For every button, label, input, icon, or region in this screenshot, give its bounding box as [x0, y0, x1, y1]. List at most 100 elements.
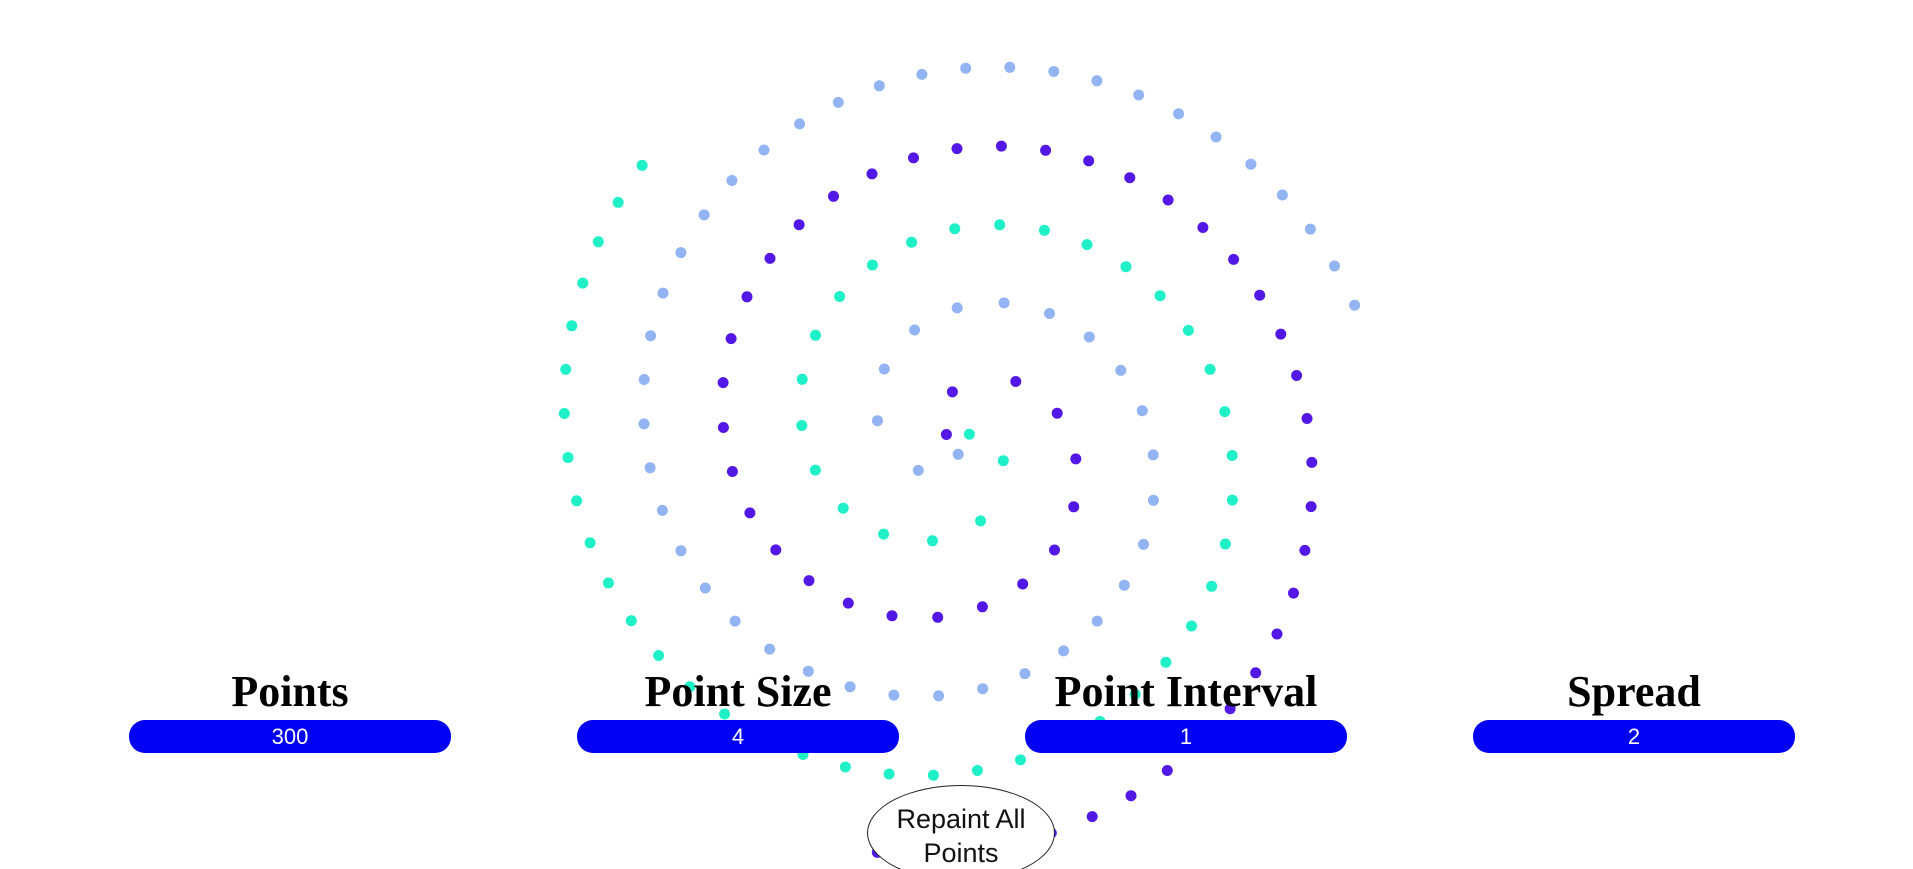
- spiral-point: [1271, 628, 1283, 640]
- spiral-point: [638, 374, 650, 385]
- points-label: Points: [231, 667, 349, 716]
- spiral-point: [577, 277, 589, 289]
- spiral-point: [998, 297, 1010, 309]
- spiral-point: [758, 144, 770, 156]
- spiral-point: [794, 118, 806, 130]
- spiral-point: [832, 96, 844, 108]
- spiral-point: [1197, 222, 1209, 233]
- spiral-point: [1120, 261, 1132, 273]
- spiral-point: [1038, 224, 1050, 236]
- spiral-point: [717, 377, 729, 389]
- spiral-point: [927, 535, 938, 547]
- spiral-point: [675, 247, 687, 259]
- spiral-point: [644, 462, 656, 474]
- spiral-point: [1250, 667, 1262, 679]
- spiral-point: [571, 495, 583, 507]
- spiral-point: [1136, 405, 1148, 417]
- spiral-point: [725, 333, 737, 345]
- spiral-point: [1138, 538, 1149, 550]
- spiral-point: [1275, 328, 1287, 340]
- spiral-point: [645, 330, 657, 342]
- spiral-point: [1276, 189, 1288, 201]
- spiral-point: [675, 545, 687, 557]
- spiral-point: [878, 363, 890, 375]
- point-interval-control: Point Interval: [1025, 668, 1347, 753]
- spiral-point: [796, 373, 808, 385]
- spiral-point: [873, 80, 885, 92]
- spiral-point: [1182, 324, 1194, 336]
- spiral-point: [1083, 331, 1095, 343]
- spiral-point: [828, 190, 839, 202]
- spiral-point: [656, 504, 668, 516]
- spiral-point: [770, 544, 782, 556]
- repaint-all-points-button[interactable]: Repaint All Points: [867, 785, 1055, 869]
- spiral-point: [977, 683, 989, 695]
- spread-input[interactable]: [1473, 720, 1795, 753]
- spiral-point: [1125, 790, 1137, 802]
- spiral-point: [726, 466, 738, 477]
- spiral-point: [866, 259, 878, 271]
- spiral-point: [1091, 75, 1103, 87]
- spiral-point: [1133, 89, 1145, 101]
- points-input[interactable]: [129, 720, 451, 753]
- spiral-point: [940, 429, 952, 440]
- spiral-point: [684, 681, 696, 693]
- spiral-point: [834, 291, 846, 302]
- spiral-point: [994, 219, 1006, 231]
- spiral-point: [1245, 158, 1257, 170]
- spiral-point: [560, 363, 572, 375]
- spiral-point: [927, 769, 939, 781]
- spiral-point: [1224, 703, 1236, 715]
- spiral-point: [1044, 308, 1055, 319]
- spiral-point: [844, 681, 856, 693]
- spiral-point: [1070, 453, 1082, 465]
- spiral-point: [1329, 260, 1340, 272]
- spiral-point: [872, 415, 883, 427]
- spiral-point: [803, 575, 815, 587]
- spiral-point: [764, 252, 776, 264]
- spiral-point: [698, 209, 710, 221]
- spiral-point: [1129, 688, 1141, 700]
- spiral-point: [744, 507, 756, 519]
- spiral-point: [906, 236, 918, 248]
- spread-label: Spread: [1567, 667, 1701, 716]
- spiral-point: [1118, 579, 1130, 591]
- spiral-point: [1299, 544, 1311, 556]
- spiral-point: [946, 386, 958, 398]
- spiral-point: [726, 175, 738, 186]
- spiral-point: [1173, 108, 1185, 120]
- spiral-point: [1086, 811, 1098, 823]
- spiral-point: [636, 159, 648, 171]
- spiral-point: [866, 168, 878, 180]
- spiral-point: [995, 140, 1007, 152]
- spiral-point: [638, 418, 650, 430]
- point-size-input[interactable]: [577, 720, 899, 753]
- spiral-point: [933, 690, 945, 702]
- spiral-point: [764, 643, 776, 655]
- spiral-point: [1204, 363, 1216, 375]
- spiral-point: [951, 143, 963, 155]
- spiral-point: [883, 768, 895, 780]
- spiral-point: [1306, 456, 1318, 468]
- spiral-point: [584, 537, 596, 549]
- spiral-point: [1049, 544, 1060, 556]
- spiral-point: [932, 611, 944, 623]
- spiral-point: [1068, 501, 1080, 513]
- spiral-point: [997, 455, 1009, 467]
- spiral-point: [1305, 501, 1317, 513]
- spiral-point: [837, 502, 849, 514]
- spiral-point: [971, 765, 983, 776]
- spiral-point: [1091, 615, 1103, 627]
- spiral-point: [949, 223, 961, 235]
- spiral-point: [1040, 144, 1052, 156]
- point-interval-input[interactable]: [1025, 720, 1347, 753]
- spiral-point: [1291, 370, 1303, 381]
- spiral-point: [1051, 407, 1063, 419]
- spiral-point: [975, 515, 987, 527]
- spiral-point: [1160, 656, 1172, 668]
- spiral-point: [625, 615, 637, 627]
- point-size-label: Point Size: [644, 667, 832, 716]
- point-size-control: Point Size: [577, 668, 899, 753]
- spiral-point: [719, 708, 731, 720]
